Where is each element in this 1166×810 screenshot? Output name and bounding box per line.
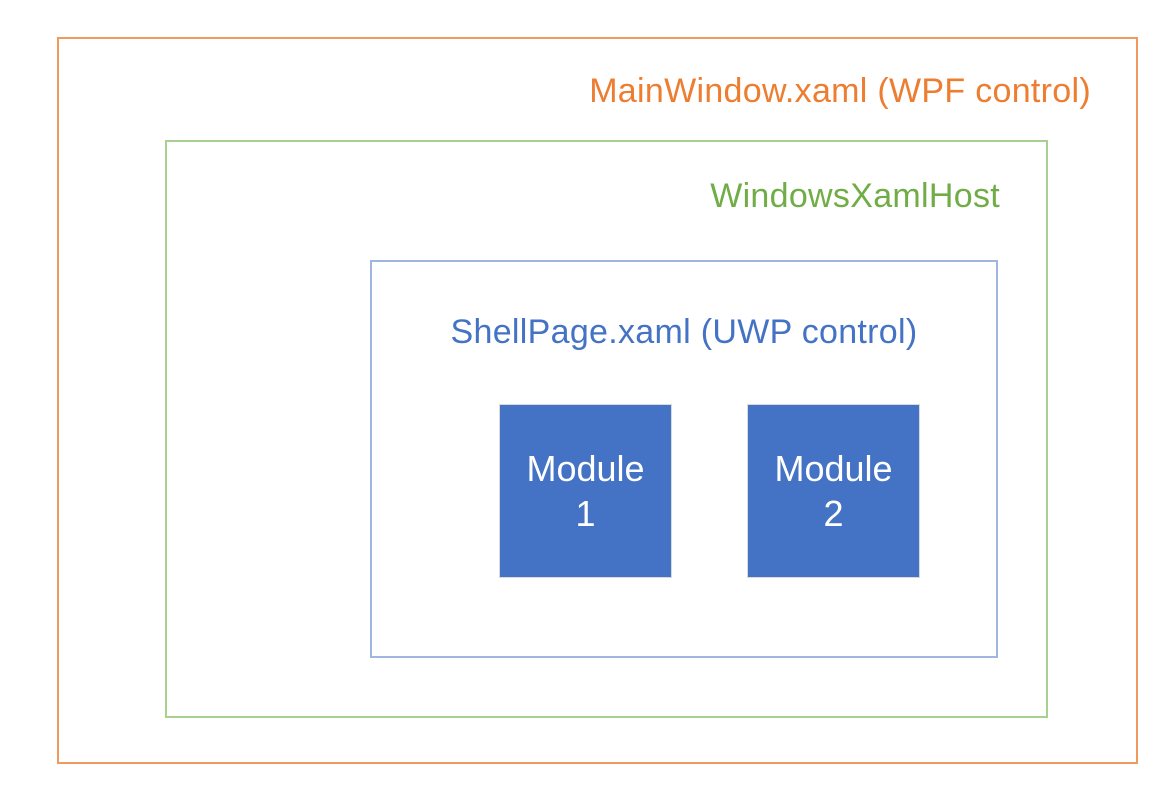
shellpage-uwp-label: ShellPage.xaml (UWP control): [450, 313, 918, 351]
module-1-label-line1: Module: [526, 448, 645, 489]
mainwindow-wpf-box: MainWindow.xaml (WPF control) WindowsXam…: [57, 37, 1138, 764]
module-2-label-line2: 2: [823, 493, 844, 534]
module-1-box: Module 1: [499, 404, 672, 578]
shellpage-uwp-box: ShellPage.xaml (UWP control) Module 1 Mo…: [370, 260, 998, 658]
windowsxamlhost-box: WindowsXamlHost ShellPage.xaml (UWP cont…: [165, 140, 1048, 718]
modules-row: Module 1 Module 2: [499, 404, 920, 578]
module-2-box: Module 2: [747, 404, 920, 578]
module-2-label-line1: Module: [774, 448, 893, 489]
mainwindow-wpf-label: MainWindow.xaml (WPF control): [589, 72, 1091, 110]
module-1-label-line2: 1: [575, 493, 596, 534]
windowsxamlhost-label: WindowsXamlHost: [710, 177, 1000, 215]
